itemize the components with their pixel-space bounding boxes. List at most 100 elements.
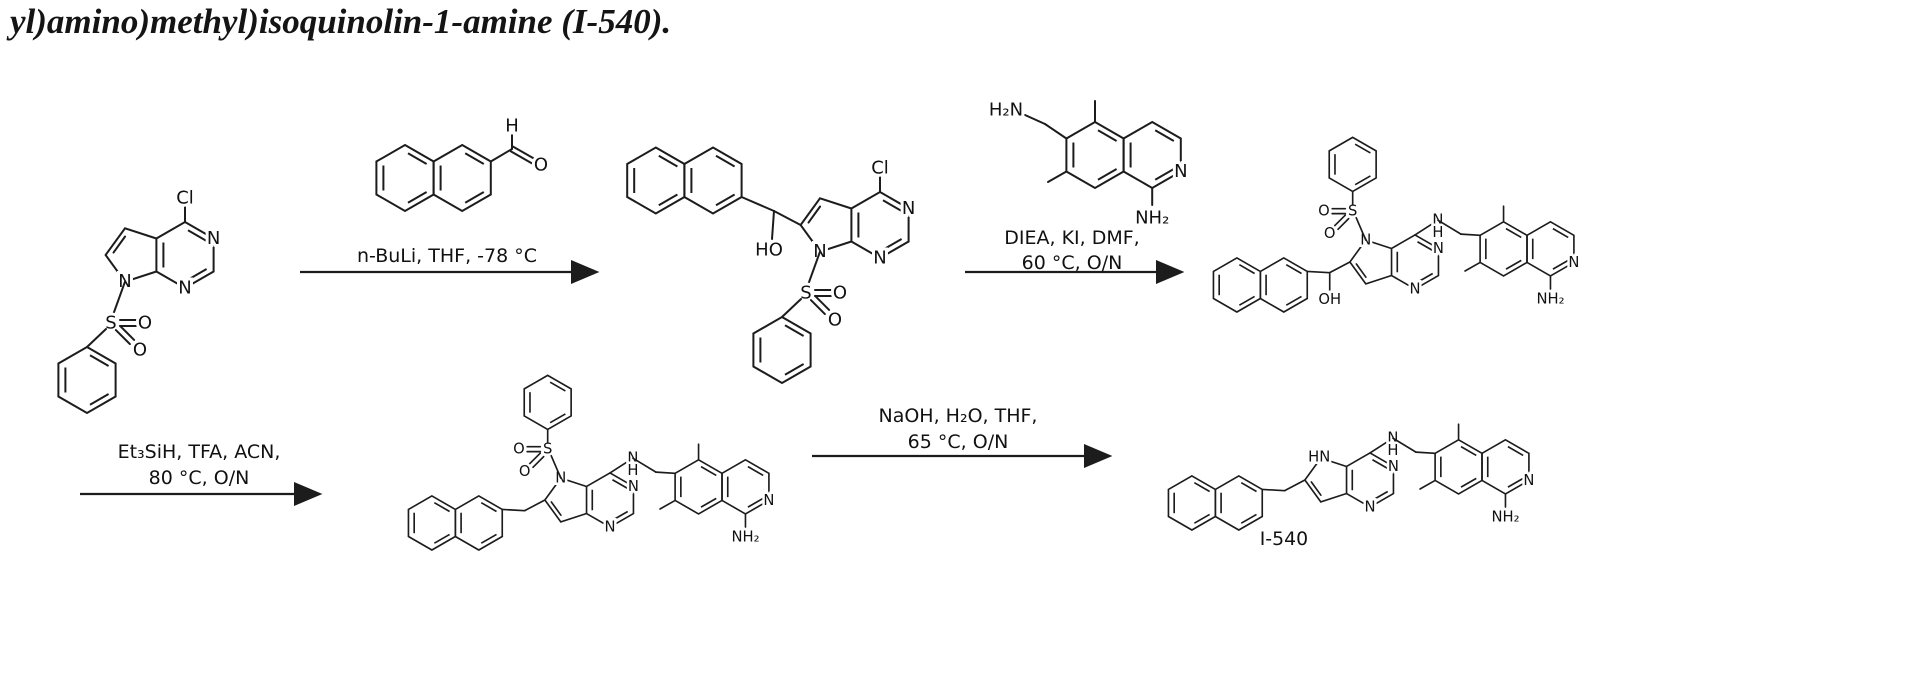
reaction-step-2: DIEA, KI, DMF, 60 °C, O/N xyxy=(965,227,1185,285)
atom-label-n: N xyxy=(1174,161,1187,182)
compound-name-title: yl)amino)methyl)isoquinolin-1-amine (I-5… xyxy=(10,2,672,41)
methyl-bond xyxy=(659,499,676,510)
bond xyxy=(1306,270,1331,274)
atom-label-ho: HO xyxy=(755,240,783,261)
atom-label-o: O xyxy=(828,310,842,331)
pyridine-ring xyxy=(1526,221,1575,277)
atom-label-cl: Cl xyxy=(176,188,194,209)
bond xyxy=(1024,114,1046,125)
conditions-text: n-BuLi, THF, -78 °C xyxy=(357,245,537,267)
benzene-ring xyxy=(375,144,435,212)
double-bond xyxy=(550,501,562,516)
bond xyxy=(501,508,526,512)
benzene-ring xyxy=(454,495,504,551)
atom-label-nh2: NH₂ xyxy=(1135,208,1169,229)
double-bond xyxy=(1337,217,1350,231)
atom-label-n: N xyxy=(1433,240,1444,257)
pyridine-ring xyxy=(1122,121,1182,189)
atom-label-s: S xyxy=(1348,203,1357,220)
phenyl-ring xyxy=(752,316,812,384)
benzene-ring xyxy=(683,146,743,215)
conditions-text: 65 °C, O/N xyxy=(908,431,1009,453)
atom-label-n: N xyxy=(902,198,915,219)
bond xyxy=(1415,451,1436,455)
atom-label-n: N xyxy=(1364,499,1375,516)
bond xyxy=(523,499,546,512)
atom-label-o: O xyxy=(519,463,531,480)
bond xyxy=(1283,479,1306,492)
pyridine-ring xyxy=(721,459,770,515)
atom-label-n: N xyxy=(628,478,639,495)
benzene-ring xyxy=(626,146,686,215)
atom-label-o: O xyxy=(534,155,548,176)
bond xyxy=(1044,123,1068,140)
structure-coupled-carbinol: N N N S O O N H N NH₂ xyxy=(1212,136,1582,313)
atom-label-n: N xyxy=(1409,281,1420,298)
atom-label-oh: OH xyxy=(1318,291,1341,308)
atom-label-nh2: NH₂ xyxy=(1491,508,1519,525)
atom-label-nh2: NH₂ xyxy=(731,528,759,545)
bond xyxy=(549,452,562,479)
bond xyxy=(1414,219,1439,236)
atom-label-h: H xyxy=(1432,224,1443,241)
reaction-step-4: NaOH, H₂O, THF, 65 °C, O/N xyxy=(812,405,1113,469)
benzene-ring xyxy=(1259,257,1309,313)
bond xyxy=(773,210,802,226)
double-bond xyxy=(528,452,542,465)
atom-label-h: H xyxy=(627,462,638,479)
double-bond xyxy=(814,294,831,311)
atom-label-n: N xyxy=(1568,254,1579,271)
benzene-ring xyxy=(1065,121,1125,189)
double-bond xyxy=(809,299,826,316)
benzene-ring xyxy=(432,144,492,212)
benzene-ring xyxy=(1434,439,1483,495)
double-bond xyxy=(1355,263,1367,278)
structure-naphthaldehyde-reagent: H O xyxy=(375,113,551,212)
bond xyxy=(609,457,634,474)
double-bond xyxy=(1310,481,1322,496)
bond xyxy=(1392,437,1417,453)
structure-final-product: N N HN N H N NH₂ I-540 xyxy=(1167,423,1537,550)
phenyl-ring xyxy=(523,374,572,431)
bond xyxy=(632,457,657,473)
conditions-text: 80 °C, O/N xyxy=(149,467,250,489)
atom-label-h: H xyxy=(505,116,519,137)
bond xyxy=(771,210,775,240)
atom-label-o: O xyxy=(513,441,525,458)
atom-label-cl: Cl xyxy=(871,158,889,179)
atom-label-n: N xyxy=(763,492,774,509)
atom-label-nh2: NH₂ xyxy=(1536,290,1564,307)
final-product-label: I-540 xyxy=(1260,528,1308,550)
double-bond xyxy=(1333,214,1347,227)
bond xyxy=(807,250,821,286)
double-bond xyxy=(512,145,536,160)
atom-label-n: N xyxy=(207,228,220,249)
atom-label-h: H xyxy=(1387,442,1398,459)
methyl-bond xyxy=(1419,479,1436,490)
benzene-ring xyxy=(674,459,723,515)
reaction-step-3: Et₃SiH, TFA, ACN, 80 °C, O/N xyxy=(80,441,323,507)
conditions-text: NaOH, H₂O, THF, xyxy=(879,405,1038,427)
bond xyxy=(86,328,107,348)
bond xyxy=(489,148,513,163)
atom-label-o: O xyxy=(1318,203,1330,220)
reaction-step-1: n-BuLi, THF, -78 °C xyxy=(300,245,600,285)
phenyl-ring xyxy=(1328,136,1377,193)
atom-label-n: N xyxy=(873,248,886,269)
atom-label-n: N xyxy=(604,519,615,536)
double-bond xyxy=(114,329,131,346)
atom-label-hn: HN xyxy=(1308,449,1330,466)
double-bond xyxy=(807,205,822,224)
conditions-text: DIEA, KI, DMF, xyxy=(1004,227,1139,249)
bond xyxy=(740,196,775,212)
atom-label-n: N xyxy=(1523,472,1534,489)
atom-label-o: O xyxy=(1324,225,1336,242)
bond xyxy=(1261,488,1286,492)
benzene-ring xyxy=(1214,475,1264,531)
pyridine-ring xyxy=(1481,439,1530,495)
atom-label-o: O xyxy=(138,313,152,334)
benzene-ring xyxy=(1479,221,1528,277)
conditions-text: Et₃SiH, TFA, ACN, xyxy=(118,441,281,463)
atom-label-s: S xyxy=(543,441,552,458)
